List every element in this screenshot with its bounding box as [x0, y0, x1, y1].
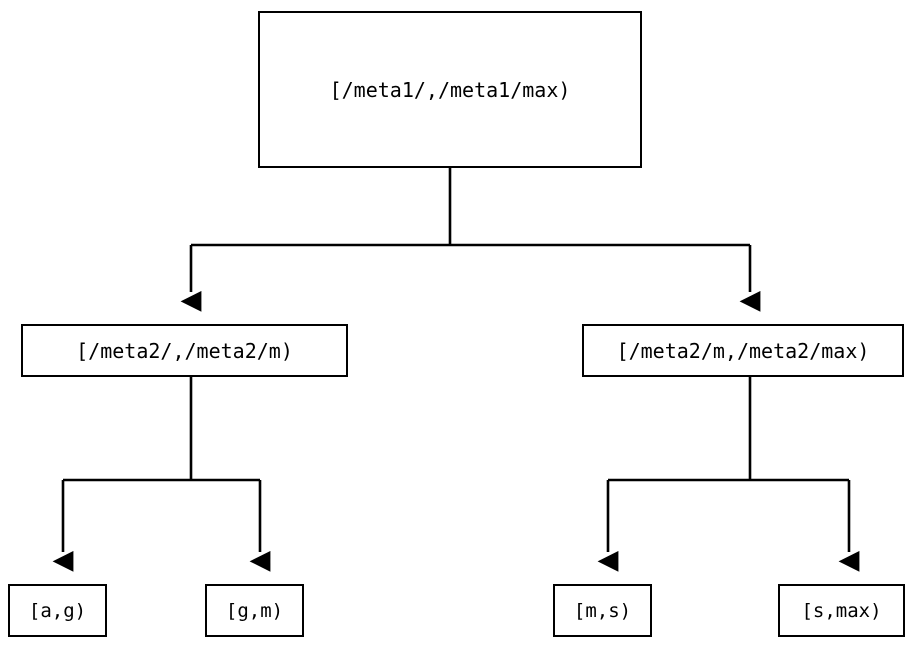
tree-node-right-branch[interactable]: [/meta2/m,/meta2/max) [582, 324, 904, 377]
edge-left-branch-to-children [52, 377, 271, 572]
tree-leaf-m-s[interactable]: [m,s) [553, 584, 652, 637]
edge-right-branch-to-children [597, 377, 860, 572]
tree-leaf-m-s-label: [m,s) [573, 599, 632, 622]
tree-leaf-a-g[interactable]: [a,g) [8, 584, 107, 637]
tree-node-root[interactable]: [/meta1/,/meta1/max) [258, 11, 642, 168]
tree-leaf-s-max[interactable]: [s,max) [778, 584, 905, 637]
tree-node-left-branch-label: [/meta2/,/meta2/m) [76, 338, 293, 363]
tree-leaf-a-g-label: [a,g) [28, 599, 87, 622]
tree-node-left-branch[interactable]: [/meta2/,/meta2/m) [21, 324, 348, 377]
edge-root-to-children [180, 168, 761, 312]
tree-leaf-g-m-label: [g,m) [225, 599, 284, 622]
tree-node-root-label: [/meta1/,/meta1/max) [329, 77, 571, 102]
tree-leaf-g-m[interactable]: [g,m) [205, 584, 304, 637]
tree-leaf-s-max-label: [s,max) [801, 599, 882, 622]
tree-node-right-branch-label: [/meta2/m,/meta2/max) [616, 338, 870, 363]
